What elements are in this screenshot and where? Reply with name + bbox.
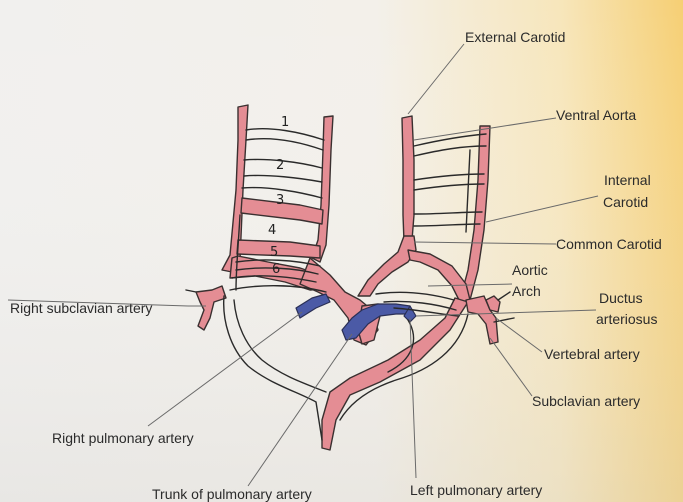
- label-trunk-pulmonary-artery: Trunk of pulmonary artery: [152, 485, 312, 502]
- label-right-subclavian-artery: Right subclavian artery: [10, 299, 152, 317]
- label-subclavian-artery: Subclavian artery: [532, 392, 640, 410]
- label-internal-carotid-line1: Internal: [604, 171, 651, 189]
- label-left-pulmonary-artery: Left pulmonary artery: [410, 481, 542, 499]
- label-aortic-arch-line1: Aortic: [512, 261, 548, 279]
- arch-number-1: 1: [281, 115, 289, 130]
- label-ventral-aorta: Ventral Aorta: [556, 106, 636, 124]
- label-common-carotid: Common Carotid: [556, 235, 662, 253]
- label-internal-carotid-line2: Carotid: [603, 193, 648, 211]
- label-ductus-line2: arteriosus: [596, 310, 657, 328]
- label-vertebral-artery: Vertebral artery: [544, 345, 640, 363]
- arch-number-5: 5: [270, 245, 278, 260]
- label-external-carotid: External Carotid: [465, 28, 565, 46]
- arch-number-4: 4: [268, 223, 276, 238]
- arch-number-6: 6: [272, 262, 280, 277]
- label-right-pulmonary-artery: Right pulmonary artery: [52, 429, 194, 447]
- arch-number-2: 2: [276, 158, 284, 173]
- label-ductus-line1: Ductus: [599, 289, 643, 307]
- label-aortic-arch-line2: Arch: [512, 282, 541, 300]
- left-external-carotid: [402, 116, 414, 242]
- arch-number-3: 3: [276, 193, 284, 208]
